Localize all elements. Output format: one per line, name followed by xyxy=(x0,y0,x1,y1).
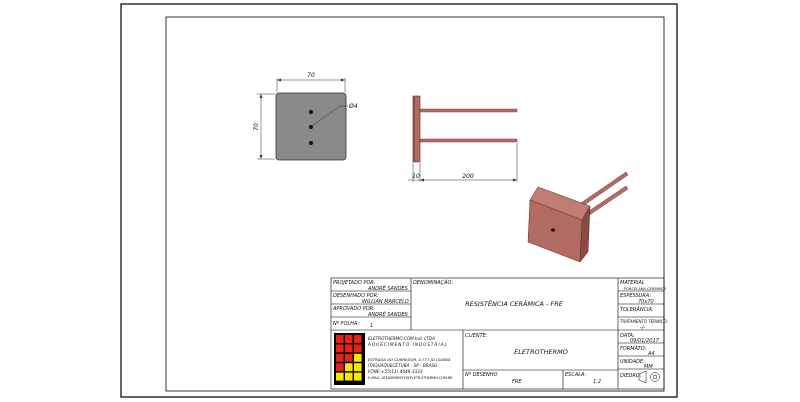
inner-border xyxy=(165,16,665,392)
value-denominacao: RESISTÊNCIA CERÂMICA - FRE xyxy=(465,299,564,308)
label-tolerancia: TOLERÂNCIA: xyxy=(620,306,654,313)
iso-plate-face xyxy=(527,199,583,263)
arrow-side-b xyxy=(513,178,517,182)
hole-top xyxy=(309,110,313,114)
label-material: MATERIAL xyxy=(620,280,645,286)
logo-cell xyxy=(336,353,344,362)
label-data: DATA: xyxy=(620,333,635,339)
label-diedro: DIEDRO: xyxy=(620,373,642,379)
hole-bottom xyxy=(309,141,313,145)
logo-cell xyxy=(336,372,344,381)
phone-line: FONE:+55(11) 4648-3333 xyxy=(368,369,423,374)
value-material: PORCELANA CERÂMICA xyxy=(624,286,666,291)
value-desenho: FRE xyxy=(512,379,522,385)
side-pin-bottom xyxy=(419,138,518,143)
label-cliente: CLIENTE: xyxy=(465,333,488,339)
value-data: 09/01/2017 xyxy=(630,338,660,344)
email-line: E-MAIL: ATENDIMENTO@ELETROTHERMO.COM.BR xyxy=(368,376,453,380)
arrow-height-bottom xyxy=(259,155,263,159)
arrow-width-right xyxy=(341,78,345,82)
value-cliente: ELETROTHERMO xyxy=(514,348,568,356)
value-unidade: MM xyxy=(644,364,653,370)
label-folha: Nº FOLHA: xyxy=(333,321,360,327)
isometric-view xyxy=(527,171,629,263)
arrow-side-a xyxy=(420,178,424,182)
dim-side-thickness: 10 xyxy=(412,173,420,180)
logo-cell xyxy=(336,335,344,343)
logo-cell xyxy=(345,372,353,381)
logo-cell xyxy=(354,335,362,343)
logo-cell xyxy=(354,372,362,381)
company-line-1: ELETROTHERMO COM.Ind. LTDA xyxy=(368,336,435,341)
label-denominacao: DENOMINAÇÃO: xyxy=(413,279,454,286)
address-line-2: ITAQUAQUECETUBA - SP - BRASIL xyxy=(368,363,439,368)
label-formato: FORMATO: xyxy=(620,346,647,352)
value-formato: A4 xyxy=(647,351,655,357)
title-block xyxy=(330,277,665,390)
logo-cell xyxy=(345,363,353,372)
dim-front-width: 70 xyxy=(307,72,315,79)
logo-cell xyxy=(345,335,353,343)
logo-cell xyxy=(336,344,344,353)
title-block-frame xyxy=(330,277,665,390)
front-view: 70 70 Ø4 xyxy=(253,72,358,161)
projection-symbol-icon xyxy=(638,370,660,384)
logo-cell xyxy=(354,353,362,362)
logo-cell xyxy=(345,344,353,353)
dim-hole-diameter: Ø4 xyxy=(348,103,358,110)
projection-circle-inner xyxy=(652,374,658,380)
dim-side-length: 200 xyxy=(462,173,474,180)
logo-cell xyxy=(345,353,353,362)
projection-cone xyxy=(638,370,647,384)
side-view: 10 200 xyxy=(408,95,518,182)
address-line-1: ESTRADA DO CORREDOR, 4.777-JD CUIABÁ xyxy=(368,357,451,362)
logo-cell xyxy=(354,363,362,372)
side-plate-shade xyxy=(413,96,415,162)
arrow-height-top xyxy=(259,94,263,98)
label-aprovado: APROVADO POR: xyxy=(332,306,375,312)
label-escala: ESCALA: xyxy=(565,372,587,378)
arrow-width-left xyxy=(277,78,281,82)
label-desenho: Nº DESENHO xyxy=(465,372,498,378)
label-projetado: PROJETADO POR: xyxy=(333,280,376,286)
company-line-2: AQUECIMENTO INDUSTRIAL xyxy=(367,342,448,347)
logo-cell xyxy=(354,344,362,353)
value-folha: 1 xyxy=(370,323,373,329)
iso-center-hole xyxy=(551,228,555,232)
projection-circle-outer xyxy=(650,372,660,382)
value-tratamento: -/- xyxy=(640,325,645,331)
value-projetado: ANDRÉ SANDES xyxy=(367,284,409,292)
value-escala: 1:2 xyxy=(593,379,601,385)
logo-cell xyxy=(336,363,344,372)
outer-border xyxy=(120,3,678,398)
label-desenhado: DESENHADO POR: xyxy=(333,293,379,299)
value-espessura: 70x70 xyxy=(638,299,654,305)
value-desenhado: WILLIAN MARCELO xyxy=(362,299,409,305)
label-tratamento: TRATAMENTO TERMICO: xyxy=(620,319,669,324)
side-pin-top xyxy=(419,108,518,113)
company-logo xyxy=(334,333,365,385)
value-aprovado: ANDRÉ SANDES xyxy=(367,310,409,318)
title-block-text: PROJETADO POR: ANDRÉ SANDES DESENHADO PO… xyxy=(332,279,669,385)
label-espessura: ESPESSURA: xyxy=(620,293,651,299)
hole-leader xyxy=(311,105,341,127)
label-unidade: UNIDADE: xyxy=(620,359,645,365)
dim-front-height: 70 xyxy=(253,123,260,131)
